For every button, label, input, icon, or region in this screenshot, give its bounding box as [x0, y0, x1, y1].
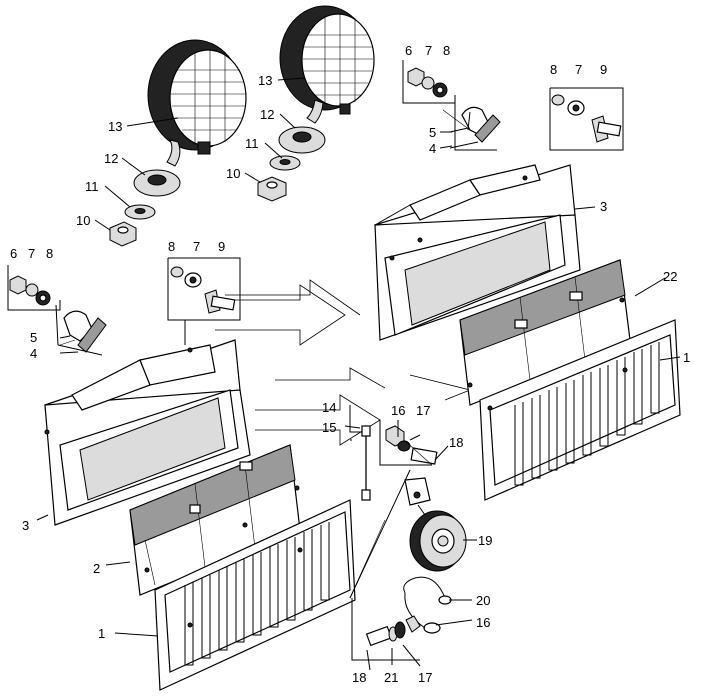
callout-12-left: 12 [104, 151, 118, 166]
ground-strap [349, 405, 371, 501]
callout-8-left: 8 [46, 246, 53, 261]
callout-10-right: 10 [226, 166, 240, 181]
callout-8-left-bolt: 8 [168, 239, 175, 254]
callout-3-upper: 3 [600, 199, 607, 214]
callout-8-top-right: 8 [550, 62, 557, 77]
callout-17-bottom: 17 [418, 670, 432, 685]
callout-3-left: 3 [22, 518, 29, 533]
lamp-mount-hardware-right [257, 126, 326, 202]
horn-bolt-group-top [379, 420, 438, 466]
lamp-housing-upper-right [374, 164, 581, 341]
tail-lamp-right [459, 259, 631, 406]
clamp-group-top-right [402, 60, 501, 151]
callout-13-left: 13 [108, 119, 122, 134]
horn-wire-group [349, 469, 452, 661]
horn [404, 477, 467, 572]
callout-15: 15 [322, 420, 336, 435]
callout-18-bottom: 18 [352, 670, 366, 685]
callout-13-right: 13 [258, 73, 272, 88]
lamp-housing-left [44, 339, 251, 526]
callout-7-left: 7 [28, 246, 35, 261]
callout-20: 20 [476, 593, 490, 608]
callout-5-left: 5 [30, 330, 37, 345]
callout-2: 2 [93, 561, 100, 576]
callout-1-left: 1 [98, 626, 105, 641]
callout-8-top: 8 [443, 43, 450, 58]
callout-6-left: 6 [10, 246, 17, 261]
callout-21: 21 [384, 670, 398, 685]
callout-16-bottom: 16 [476, 615, 490, 630]
callout-9-top-right: 9 [600, 62, 607, 77]
work-lamp-right [279, 5, 375, 124]
callout-11-left: 11 [85, 179, 99, 194]
work-lamp-left [147, 39, 247, 167]
callout-9-left-bolt: 9 [218, 239, 225, 254]
leader-lines [36, 77, 681, 671]
callout-14: 14 [322, 400, 336, 415]
callout-22: 22 [663, 269, 677, 284]
callout-1-right: 1 [683, 350, 690, 365]
lamp-mount-hardware-left [109, 169, 181, 247]
clamp-group-left [7, 265, 107, 356]
callout-labels: 13 13 12 12 11 11 10 10 6 7 8 5 4 8 7 9 … [10, 43, 690, 685]
callout-18-top: 18 [449, 435, 463, 450]
callout-4-left: 4 [30, 346, 37, 361]
guard-grille-left [154, 499, 356, 691]
callout-17-top: 17 [416, 403, 430, 418]
callout-7-top-right: 7 [575, 62, 582, 77]
callout-10-left: 10 [76, 213, 90, 228]
callout-7-top: 7 [425, 43, 432, 58]
callout-16-top: 16 [391, 403, 405, 418]
callout-12-right: 12 [260, 107, 274, 122]
callout-19: 19 [478, 533, 492, 548]
bolt-group-top-right [549, 87, 624, 151]
bolt-group-left [167, 257, 241, 345]
callout-7-left-bolt: 7 [193, 239, 200, 254]
callout-6-top: 6 [405, 43, 412, 58]
callout-11-right: 11 [245, 136, 259, 151]
callout-4-top: 4 [429, 141, 436, 156]
callout-5-top: 5 [429, 125, 436, 140]
guard-grille-right [479, 319, 681, 501]
